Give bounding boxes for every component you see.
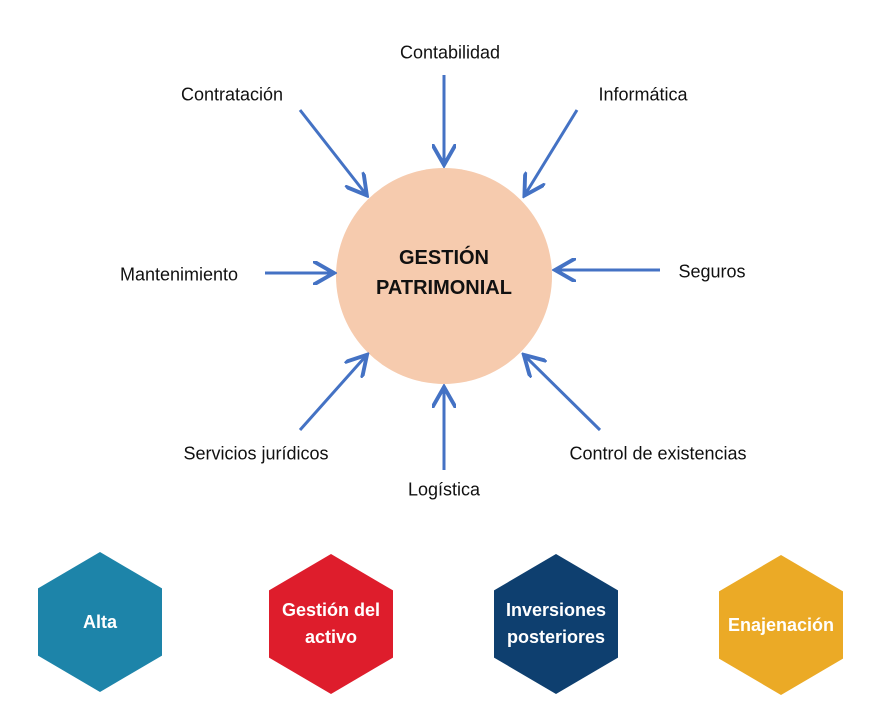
label-contabilidad: Contabilidad xyxy=(399,42,501,63)
center-title-line1: GESTIÓN xyxy=(398,247,490,269)
phase-label: Enajenación xyxy=(727,614,835,635)
arrow-informatica xyxy=(526,109,579,193)
center-title-line2: PATRIMONIAL xyxy=(376,277,512,299)
label-informatica: Informática xyxy=(598,84,688,105)
label-seguros: Seguros xyxy=(678,261,746,282)
arrow-servicios xyxy=(298,357,365,431)
arrow-control xyxy=(526,357,602,432)
phase-label-2: activo xyxy=(304,627,357,647)
label-contratacion: Contratación xyxy=(180,84,284,105)
arrow-contratacion xyxy=(298,109,365,193)
phase-label-2: posteriores xyxy=(506,627,606,647)
center-title: GESTIÓN PATRIMONIAL xyxy=(376,243,512,303)
phase-label: Gestión del xyxy=(281,600,380,620)
phase-label: Alta xyxy=(82,611,117,632)
label-servicios-juridicos: Servicios jurídicos xyxy=(183,443,329,464)
label-logistica: Logística xyxy=(407,479,481,500)
label-control-existencias: Control de existencias xyxy=(569,443,747,464)
label-mantenimiento: Mantenimiento xyxy=(119,264,239,285)
phase-label: Inversiones xyxy=(505,600,607,620)
center-circle xyxy=(336,168,552,384)
